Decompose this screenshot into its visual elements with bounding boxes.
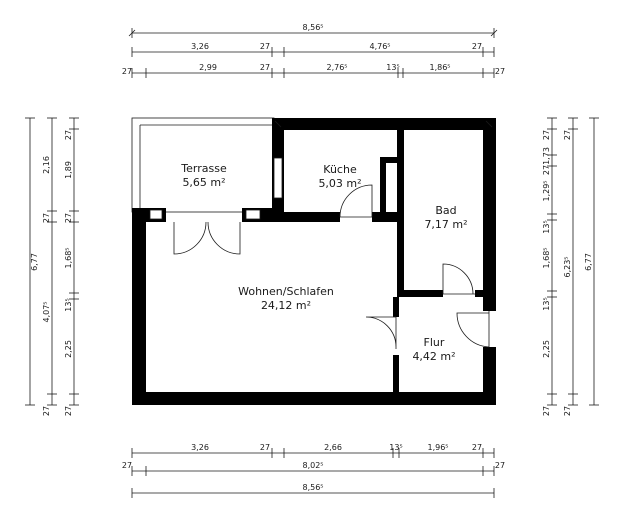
dim-top-r2-1: 3,26 [191,42,209,51]
dim-right-overall: 6,77 [584,253,593,271]
dim-bottom-r1-2: 27 [260,443,270,452]
dim-right-c1-6: 1,68⁵ [542,247,551,268]
wall-flur-bottom [393,355,399,395]
dim-right-c1-9: 27 [542,406,551,416]
entrance-door [456,311,490,348]
dim-right-c2-2: 6,23⁵ [563,256,572,277]
wall-kitchen-bottom-right [372,212,402,222]
flur-door-living [365,316,397,349]
room-wohnen-area: 24,12 m² [261,299,311,312]
dim-right-c1-1: 27 [542,130,551,140]
dim-bottom-r2-1: 27 [122,461,132,470]
dim-right-c1-3: 27 [542,165,551,175]
dim-right-c2-1: 27 [563,130,572,140]
dim-right-c2-3: 27 [563,406,572,416]
walls [131,117,496,405]
wall-bath-bottom-left [397,290,443,297]
dim-left-c3-7: 27 [64,406,73,416]
terrace-door-right [207,221,241,255]
right-dimensions: 27 1,73 27 1,29⁵ 13⁵ 1,68⁵ 13⁵ 2,25 27 2… [542,117,599,416]
room-labels: Terrasse 5,65 m² Küche 5,03 m² Bad 7,17 … [180,162,467,363]
room-bad-area: 7,17 m² [424,218,467,231]
dim-left-c2-2: 27 [42,213,51,223]
dim-top-r3-3: 27 [260,63,270,72]
room-flur-name: Flur [424,336,445,349]
kitchen-shaft-top [380,157,398,163]
top-dimensions: 8,56⁵ 3,26 27 4,76⁵ 27 27 2,99 27 2,76⁵ … [122,23,505,78]
dim-top-r2-4: 27 [472,42,482,51]
wall-kitchen-bottom [284,212,340,222]
dim-top-r2-2: 27 [260,42,270,51]
dim-left-c3-3: 27 [64,213,73,223]
bath-door [442,263,475,295]
kitchen-door [339,184,373,218]
dim-bottom-r2-3: 27 [495,461,505,470]
dim-bottom-r1-6: 27 [472,443,482,452]
dim-right-c1-4: 1,29⁵ [542,180,551,201]
wall-kitchen-bath [397,130,404,295]
room-kueche-area: 5,03 m² [318,177,361,190]
dim-right-c1-5: 13⁵ [542,220,551,233]
wall-flur-top [393,297,399,317]
dim-left-c3-2: 1,89 [64,161,73,179]
dim-top-r3-1: 27 [122,67,132,76]
dim-left-overall: 6,77 [30,253,39,271]
dim-left-c2-3: 4,07⁵ [42,301,51,322]
terrace-door-left [173,221,207,255]
wall-bottom [132,392,496,405]
room-wohnen-name: Wohnen/Schlafen [238,285,334,298]
dim-left-c3-6: 2,25 [64,340,73,358]
dim-top-r3-4: 2,76⁵ [326,63,347,72]
dim-bottom-r1-1: 3,26 [191,443,209,452]
wall-left [132,208,146,405]
dim-right-c1-2: 1,73 [542,147,551,165]
wall-right-lower [483,347,496,405]
dim-top-r3-2: 2,99 [199,63,217,72]
dim-left-c2-1: 2,16 [42,156,51,174]
bottom-dimensions: 3,26 27 2,66 13⁵ 1,96⁵ 27 27 8,02⁵ 27 8,… [122,443,505,498]
room-terrasse-name: Terrasse [180,162,227,175]
dim-top-r3-5: 13⁵ [386,63,399,72]
dim-top-r3-7: 27 [495,67,505,76]
room-kueche-name: Küche [323,163,357,176]
kitchen-shaft-left [380,157,386,215]
doors [173,184,490,349]
dim-left-c3-5: 13⁵ [64,298,73,311]
dim-right-c1-8: 2,25 [542,340,551,358]
left-dimensions: 6,77 2,16 27 4,07⁵ 27 27 1,89 27 1,68⁵ 1… [25,117,79,416]
dim-bottom-overall: 8,56⁵ [302,483,323,492]
dim-bottom-r1-4: 13⁵ [389,443,402,452]
dim-top-r2-3: 4,76⁵ [369,42,390,51]
dim-bottom-r1-3: 2,66 [324,443,342,452]
dim-bottom-r1-5: 1,96⁵ [427,443,448,452]
dim-right-c1-7: 13⁵ [542,297,551,310]
dim-top-r3-6: 1,86⁵ [429,63,450,72]
room-bad-name: Bad [435,204,456,217]
wall-bath-bottom-right [475,290,485,297]
dim-left-c3-1: 27 [64,130,73,140]
dim-left-c2-4: 27 [42,406,51,416]
dim-bottom-r2-2: 8,02⁵ [302,461,323,470]
room-terrasse-area: 5,65 m² [182,176,225,189]
dim-left-c3-4: 1,68⁵ [64,247,73,268]
wall-top [272,118,496,130]
dim-top-overall: 8,56⁵ [302,23,323,32]
wall-right-upper [483,118,496,311]
room-flur-area: 4,42 m² [412,350,455,363]
